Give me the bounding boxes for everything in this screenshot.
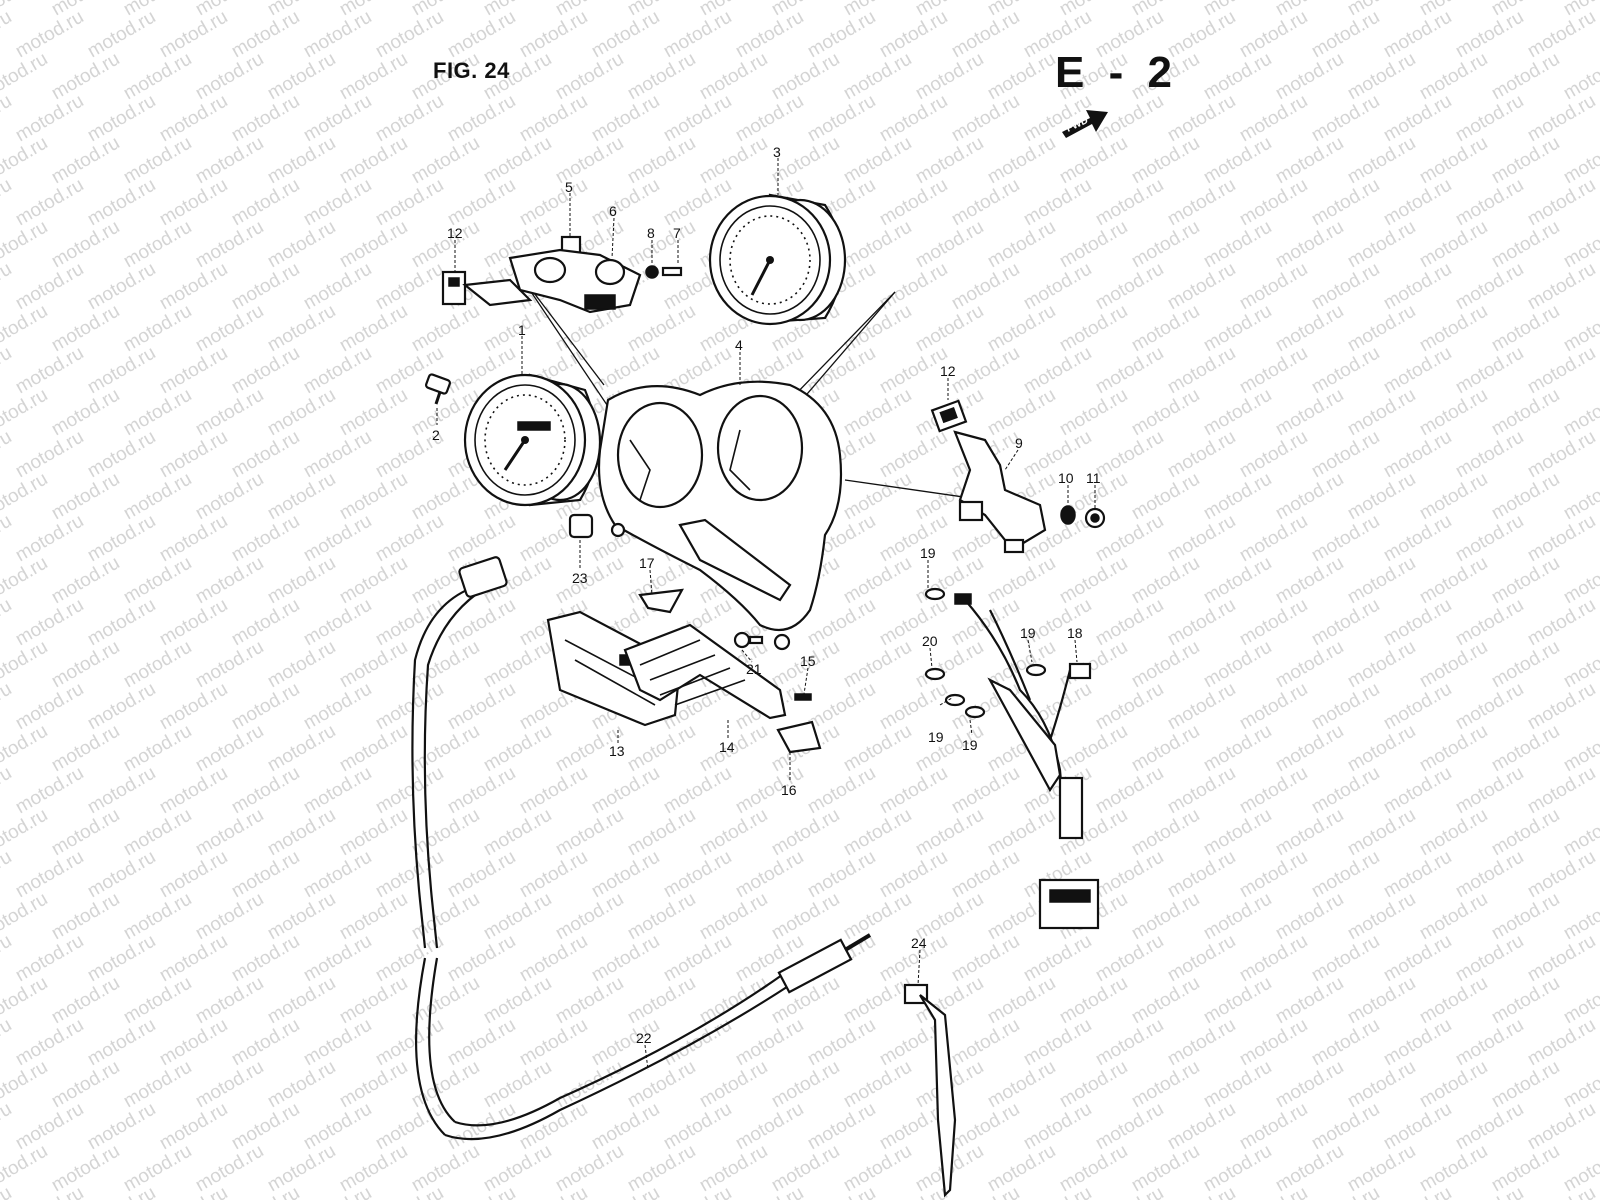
cushion	[568, 513, 594, 539]
lamp-socket-upper	[441, 270, 533, 307]
figure-title: FIG. 24	[433, 58, 510, 83]
callout-4: 4	[735, 337, 743, 353]
callout-12-upper: 12	[447, 225, 463, 241]
callout-14: 14	[719, 739, 735, 755]
indicator-bracket	[508, 235, 642, 314]
tachometer	[708, 193, 847, 326]
callout-17: 17	[639, 555, 655, 571]
callout-23: 23	[572, 570, 588, 586]
callout-24: 24	[911, 935, 927, 951]
meter-bracket	[953, 430, 1047, 554]
callout-22: 22	[636, 1030, 652, 1046]
cable-clamp	[903, 983, 957, 1198]
indicator-plate	[623, 623, 787, 720]
callout-18: 18	[1067, 625, 1083, 641]
callout-16: 16	[781, 782, 797, 798]
bulbs	[924, 587, 1047, 719]
callout-11: 11	[1086, 470, 1101, 486]
section-code: E - 2	[1055, 48, 1178, 97]
screw-and-washer	[645, 265, 683, 279]
callout-2: 2	[432, 427, 440, 443]
meter-housing	[597, 380, 843, 651]
callout-20: 20	[922, 633, 938, 649]
speedometer-cable	[411, 556, 872, 1141]
callout-19-c: 19	[928, 729, 944, 745]
callout-12-right: 12	[940, 363, 956, 379]
callout-13: 13	[609, 743, 625, 759]
cable-fitting	[425, 373, 451, 405]
cover-lower	[776, 720, 822, 754]
callout-10: 10	[1058, 470, 1074, 486]
washer	[1060, 505, 1076, 525]
callout-19-d: 19	[962, 737, 978, 753]
forward-arrow-icon: FWD	[1062, 110, 1108, 138]
callout-21: 21	[746, 661, 762, 677]
callouts: 1 2 3 4 5 6 7 8 9 10 11 12 12 13 14 15 1…	[432, 144, 1101, 1046]
callout-7: 7	[673, 225, 681, 241]
callout-9: 9	[1015, 435, 1023, 451]
cover-upper	[638, 588, 684, 614]
small-screw	[794, 693, 812, 701]
nut	[1084, 507, 1106, 529]
panel-screw	[733, 631, 764, 649]
callout-15: 15	[800, 653, 816, 669]
speedometer	[463, 373, 602, 507]
callout-8: 8	[647, 225, 655, 241]
lamp-socket-right	[930, 399, 968, 433]
callout-19-a: 19	[920, 545, 936, 561]
leader-lines	[436, 158, 1096, 1071]
callout-3: 3	[773, 144, 781, 160]
callout-5: 5	[565, 179, 573, 195]
wiring-harness	[954, 593, 1100, 930]
callout-6: 6	[609, 203, 617, 219]
callout-19-b: 19	[1020, 625, 1036, 641]
callout-1: 1	[518, 322, 526, 338]
